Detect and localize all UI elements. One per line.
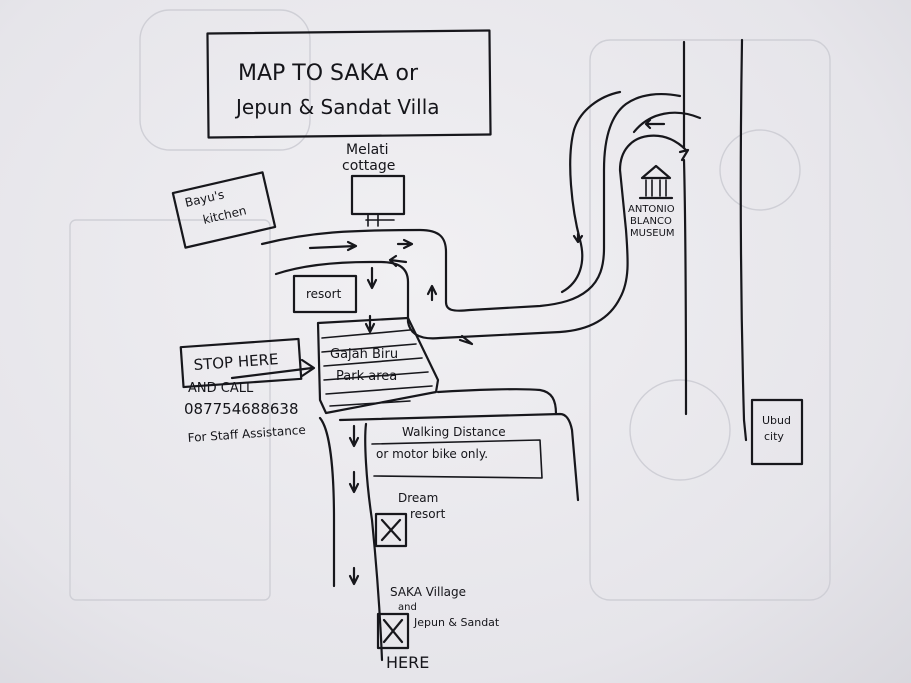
saka-village-line2: and: [398, 602, 417, 613]
walking-distance-line1: Walking Distance: [402, 425, 506, 439]
dream-resort-line1: Dream: [398, 491, 438, 505]
map-title-line1: MAP TO SAKA or: [238, 61, 419, 86]
bayus-label-line1: Bayu's: [184, 187, 226, 210]
map-title-line2: Jepun & Sandat Villa: [234, 95, 440, 119]
call-label-line3: For Staff Assistance: [187, 423, 306, 445]
melati-cottage-icon: [350, 174, 406, 227]
saka-village-line1: SAKA Village: [390, 585, 466, 599]
museum-label-line2: BLANCO: [630, 216, 672, 227]
walking-distance-line2: or motor bike only.: [376, 447, 488, 461]
stop-here-marker: [179, 337, 316, 389]
call-label-line1: AND CALL: [188, 381, 254, 396]
direction-arrows: [308, 118, 690, 586]
melati-label-line1: Melati: [346, 142, 389, 158]
ubud-city-line2: city: [764, 430, 784, 443]
saka-village-line3: Jepun & Sandat: [413, 616, 500, 629]
gajah-biru-label-line2: Park area: [336, 369, 397, 384]
museum-label-line3: MUSEUM: [630, 228, 675, 239]
bayus-kitchen-box: [171, 171, 277, 249]
roads: [260, 38, 804, 662]
dream-resort-line2: resort: [410, 507, 446, 521]
dream-resort-x-box: [374, 512, 408, 548]
museum-icon: [638, 164, 674, 200]
title-box: [206, 29, 492, 139]
show-through-marks: [69, 9, 831, 601]
resort-label: resort: [306, 287, 342, 301]
here-label: HERE: [386, 653, 429, 672]
saka-village-x-box: [376, 612, 410, 650]
resort-box: [292, 274, 358, 314]
ubud-city-line1: Ubud: [762, 414, 791, 427]
call-phone-number: 087754688638: [184, 400, 299, 418]
melati-label-line2: cottage: [342, 158, 395, 174]
bayus-label-line2: kitchen: [202, 203, 248, 227]
gajah-biru-label-line1: Gajah Biru: [330, 347, 398, 362]
gajah-biru-park-area: [316, 316, 440, 415]
stop-here-label: STOP HERE: [193, 350, 279, 374]
museum-label-line1: ANTONIO: [628, 204, 675, 215]
